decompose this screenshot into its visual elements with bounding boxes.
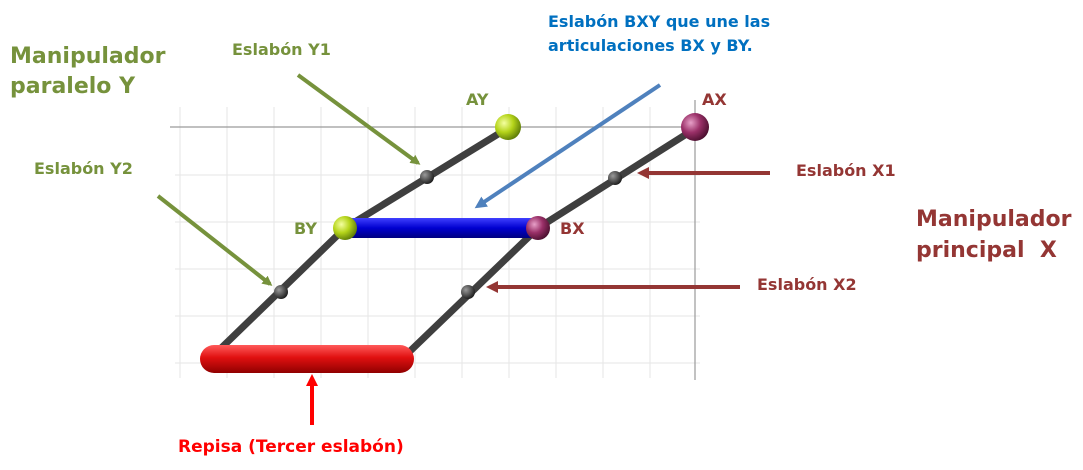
gray-links bbox=[209, 124, 700, 360]
label-manipulador-y-line2: paralelo Y bbox=[10, 74, 135, 99]
reference-axes bbox=[170, 100, 700, 380]
joint-y1-mid bbox=[420, 170, 434, 184]
label-eslabon-y2: Eslabón Y2 bbox=[34, 159, 133, 178]
shelf-link bbox=[200, 345, 414, 373]
label-eslabon-bxy-line1: Eslabón BXY que une las bbox=[548, 12, 771, 31]
joint-y2-mid bbox=[274, 285, 288, 299]
joint-bx bbox=[526, 216, 550, 240]
arrow-eslabon-y1 bbox=[296, 73, 421, 165]
label-eslabon-bxy-line2: articulaciones BX y BY. bbox=[548, 36, 753, 55]
middle-joints bbox=[274, 170, 622, 299]
main-joints bbox=[333, 113, 709, 240]
label-repisa: Repisa (Tercer eslabón) bbox=[178, 437, 404, 457]
joint-ax bbox=[681, 113, 709, 141]
label-manipulador-y-line1: Manipulador bbox=[10, 44, 166, 69]
label-manipulador-x-line2: principal X bbox=[916, 238, 1057, 263]
annotation-arrows bbox=[156, 73, 770, 425]
label-by: BY bbox=[294, 219, 317, 238]
arrow-eslabon-bxy bbox=[474, 83, 662, 209]
label-ax: AX bbox=[702, 90, 727, 109]
bxy-link bbox=[344, 218, 539, 238]
label-eslabon-y1: Eslabón Y1 bbox=[232, 40, 331, 59]
joint-x2-mid bbox=[461, 285, 475, 299]
arrow-eslabon-y2 bbox=[156, 194, 273, 286]
joint-x1-mid bbox=[608, 171, 622, 185]
label-manipulador-x-line1: Manipulador bbox=[916, 207, 1072, 232]
label-eslabon-bxy: Eslabón BXY que une las articulaciones B… bbox=[548, 10, 770, 58]
label-bx: BX bbox=[560, 219, 585, 238]
joint-ay bbox=[495, 114, 521, 140]
label-ay: AY bbox=[466, 90, 489, 109]
background-grid bbox=[175, 107, 700, 378]
label-eslabon-x2: Eslabón X2 bbox=[757, 275, 857, 294]
joint-by bbox=[333, 216, 357, 240]
label-eslabon-x1: Eslabón X1 bbox=[796, 161, 896, 180]
label-manipulador-y: Manipulador paralelo Y bbox=[10, 42, 165, 102]
label-manipulador-x: Manipulador principal X bbox=[916, 204, 1071, 266]
